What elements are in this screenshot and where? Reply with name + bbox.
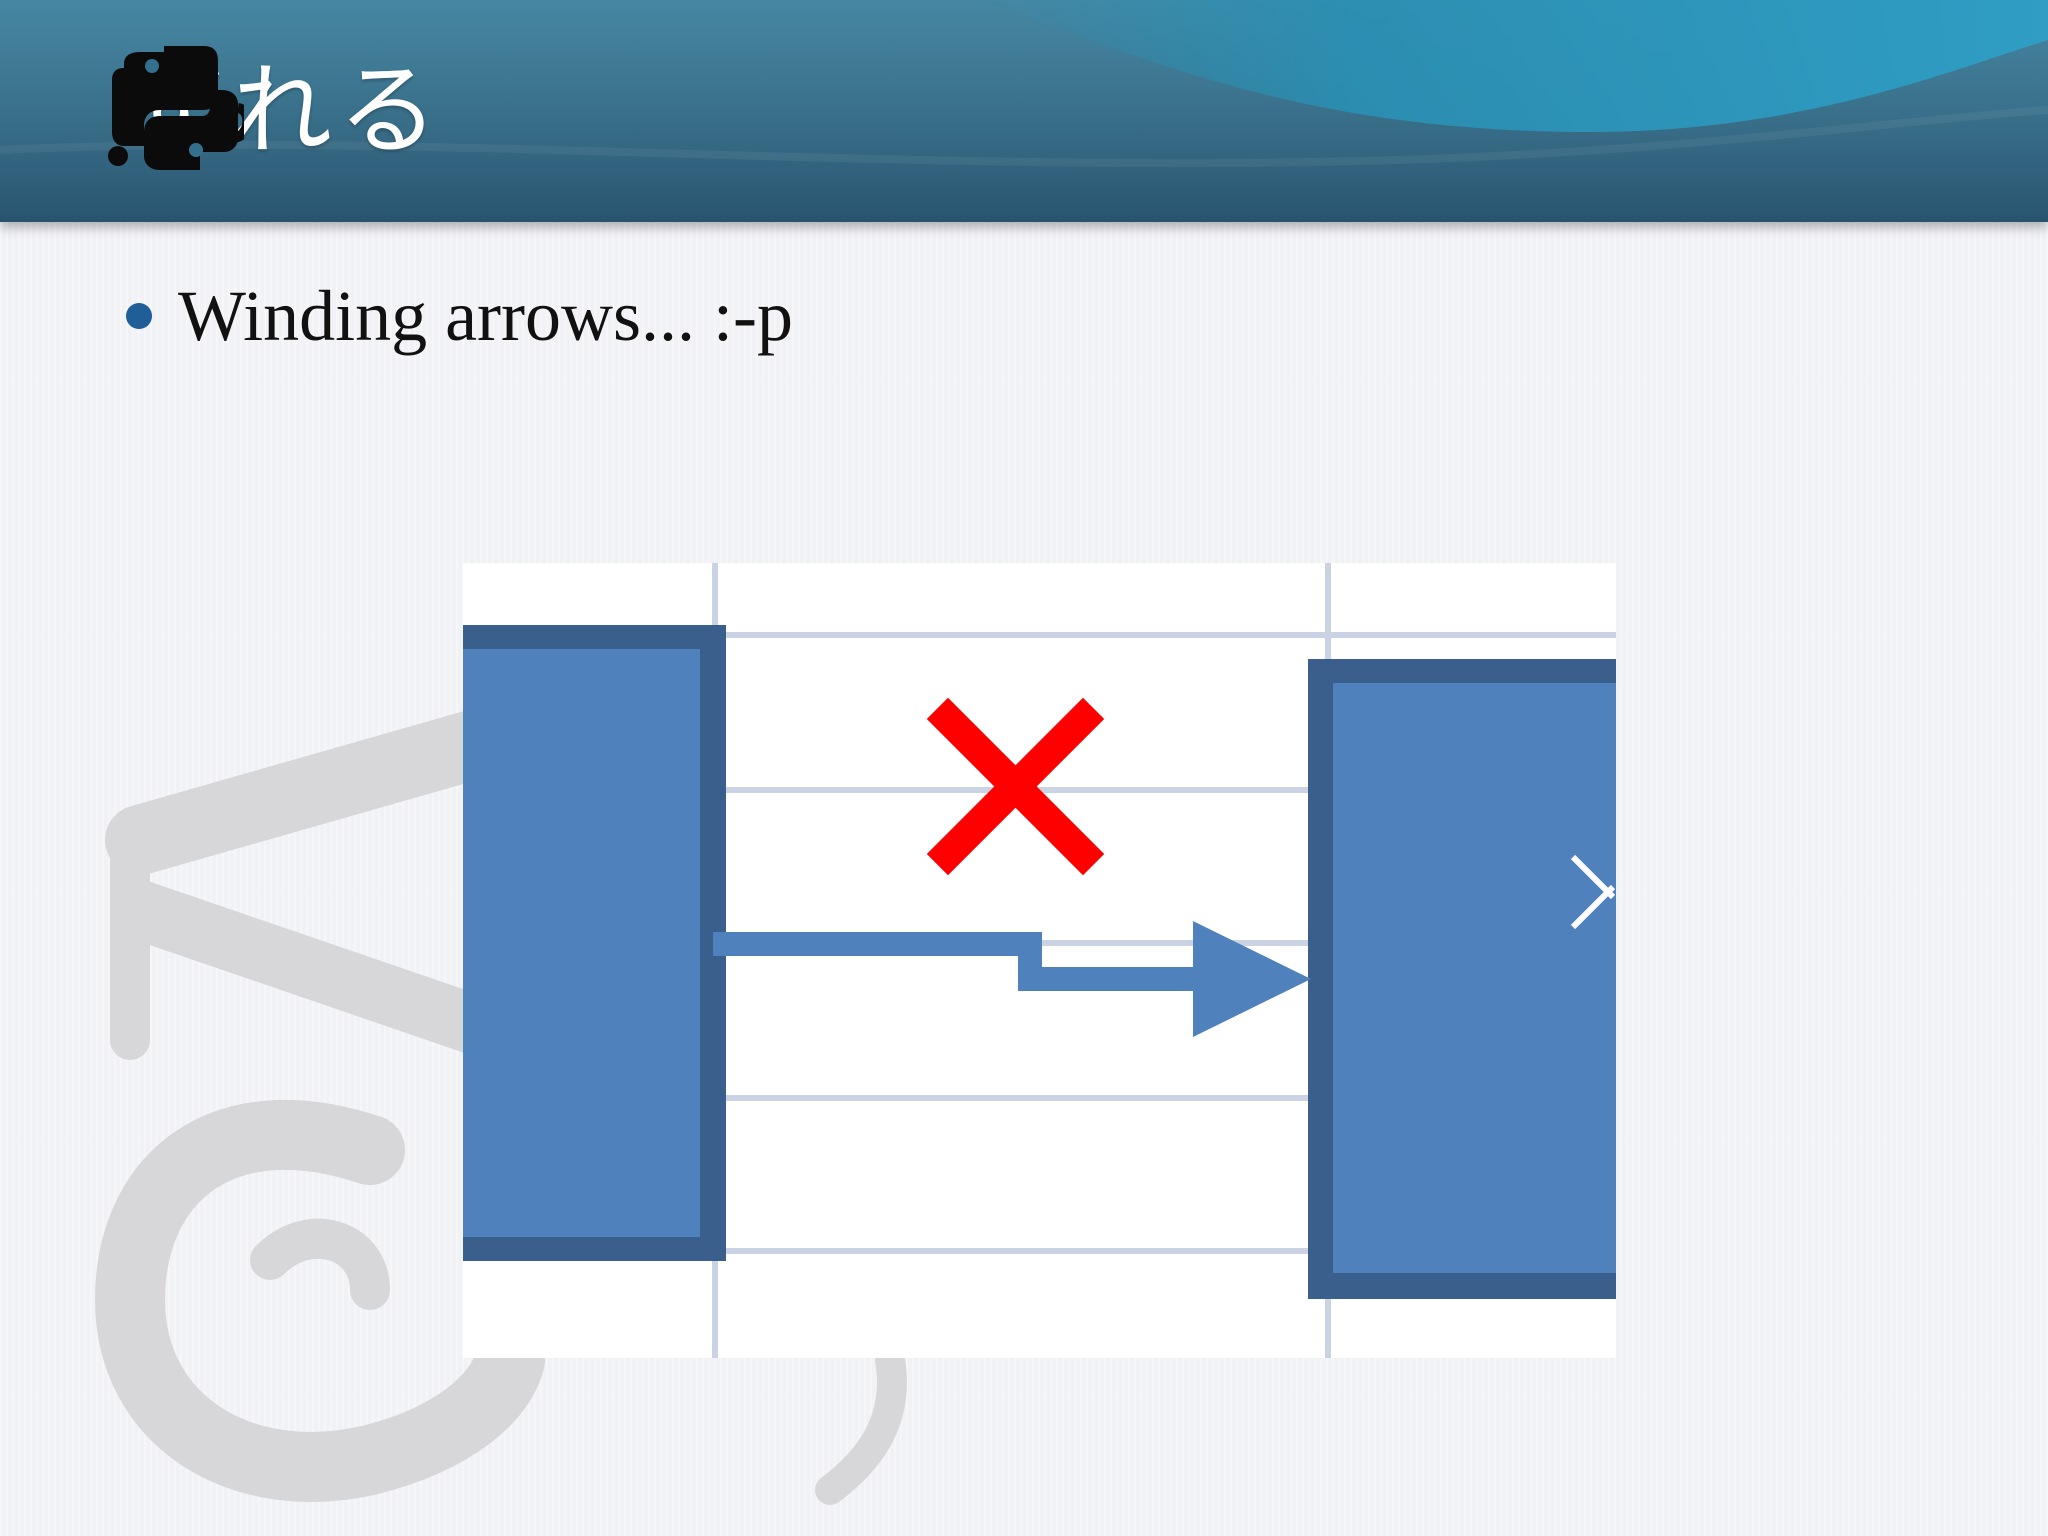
title-row: ずれる xyxy=(104,46,444,176)
winding-connector-arrow xyxy=(713,921,1311,1037)
small-x-mark-icon xyxy=(1570,854,1616,930)
bullet-text: Winding arrows... :-p xyxy=(178,276,793,356)
diagram-canvas xyxy=(463,563,1616,1358)
bullet-item: Winding arrows... :-p xyxy=(126,280,793,352)
right-block-shape xyxy=(1308,659,1616,1299)
watermark-logo xyxy=(70,700,930,1525)
winding-arrow-diagram xyxy=(463,563,1616,1358)
left-block-shape xyxy=(463,625,726,1261)
red-x-icon xyxy=(926,697,1105,876)
arrow-right-icon xyxy=(1193,921,1311,1037)
title-header-band: ずれる xyxy=(0,0,2048,222)
bullet-dot-icon xyxy=(126,303,152,329)
header-wave-decoration xyxy=(0,0,2048,222)
